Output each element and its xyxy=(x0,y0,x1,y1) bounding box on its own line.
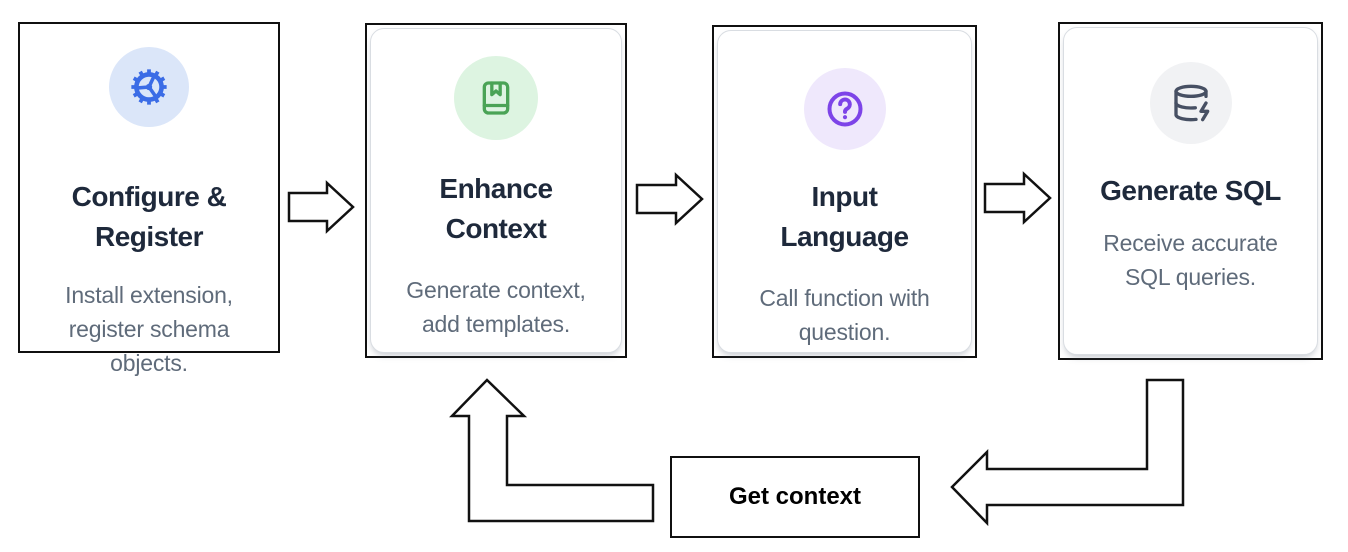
step-icon-circle xyxy=(1149,62,1232,144)
step-title: Input Language xyxy=(718,177,971,257)
arrow-step2-to-step3 xyxy=(635,172,704,226)
step-card-configure-register: Configure & Register Install extension, … xyxy=(18,22,280,376)
arrow-generatesql-to-getcontext xyxy=(950,378,1185,527)
step-desc-line: register schema xyxy=(68,316,230,342)
step-description: Install extension, register schema objec… xyxy=(23,278,275,380)
step-icon-circle xyxy=(803,68,886,150)
step-description: Receive accurate SQL queries. xyxy=(1064,226,1317,294)
step-card-input-language: Input Language Call function with questi… xyxy=(712,25,977,358)
step-title: Generate SQL xyxy=(1064,171,1317,211)
step-card-body: Enhance Context Generate context, add te… xyxy=(370,28,622,353)
step-desc-line: question. xyxy=(798,319,891,345)
step-card-generate-sql: Generate SQL Receive accurate SQL querie… xyxy=(1058,22,1323,360)
step-desc-line: objects. xyxy=(110,350,188,376)
step-card-body: Input Language Call function with questi… xyxy=(717,30,972,353)
arrow-step3-to-step4 xyxy=(983,171,1052,225)
step-title: Configure & Register xyxy=(23,177,275,257)
gear-icon xyxy=(131,69,167,105)
step-card-body: Configure & Register Install extension, … xyxy=(23,27,275,376)
step-title-line: Generate SQL xyxy=(1100,175,1281,206)
arrow-step1-to-step2 xyxy=(287,180,355,234)
step-description: Generate context, add templates. xyxy=(371,273,621,341)
step-desc-line: SQL queries. xyxy=(1125,264,1256,290)
help-circle-icon xyxy=(826,91,863,127)
step-title-line: Configure & xyxy=(71,181,227,212)
step-title-line: Input xyxy=(811,181,878,212)
get-context-label: Get context xyxy=(728,483,862,510)
step-desc-line: add templates. xyxy=(421,311,571,337)
step-card-enhance-context: Enhance Context Generate context, add te… xyxy=(365,23,627,358)
book-icon xyxy=(482,81,510,115)
step-icon-circle xyxy=(454,56,538,140)
step-desc-line: Call function with xyxy=(759,285,930,311)
step-title: Enhance Context xyxy=(371,169,621,249)
step-card-body: Generate SQL Receive accurate SQL querie… xyxy=(1063,27,1318,355)
step-title-line: Enhance xyxy=(439,173,553,204)
step-desc-line: Install extension, xyxy=(65,282,233,308)
step-desc-line: Generate context, xyxy=(406,277,586,303)
step-title-line: Register xyxy=(94,221,204,252)
step-title-line: Language xyxy=(780,221,909,252)
get-context-box: Get context xyxy=(670,456,920,538)
step-icon-circle xyxy=(109,47,189,127)
step-desc-line: Receive accurate xyxy=(1103,230,1278,256)
arrow-getcontext-to-enhance xyxy=(449,378,655,523)
step-title-line: Context xyxy=(445,213,547,244)
database-zap-icon xyxy=(1173,84,1209,122)
step-description: Call function with question. xyxy=(718,281,971,349)
